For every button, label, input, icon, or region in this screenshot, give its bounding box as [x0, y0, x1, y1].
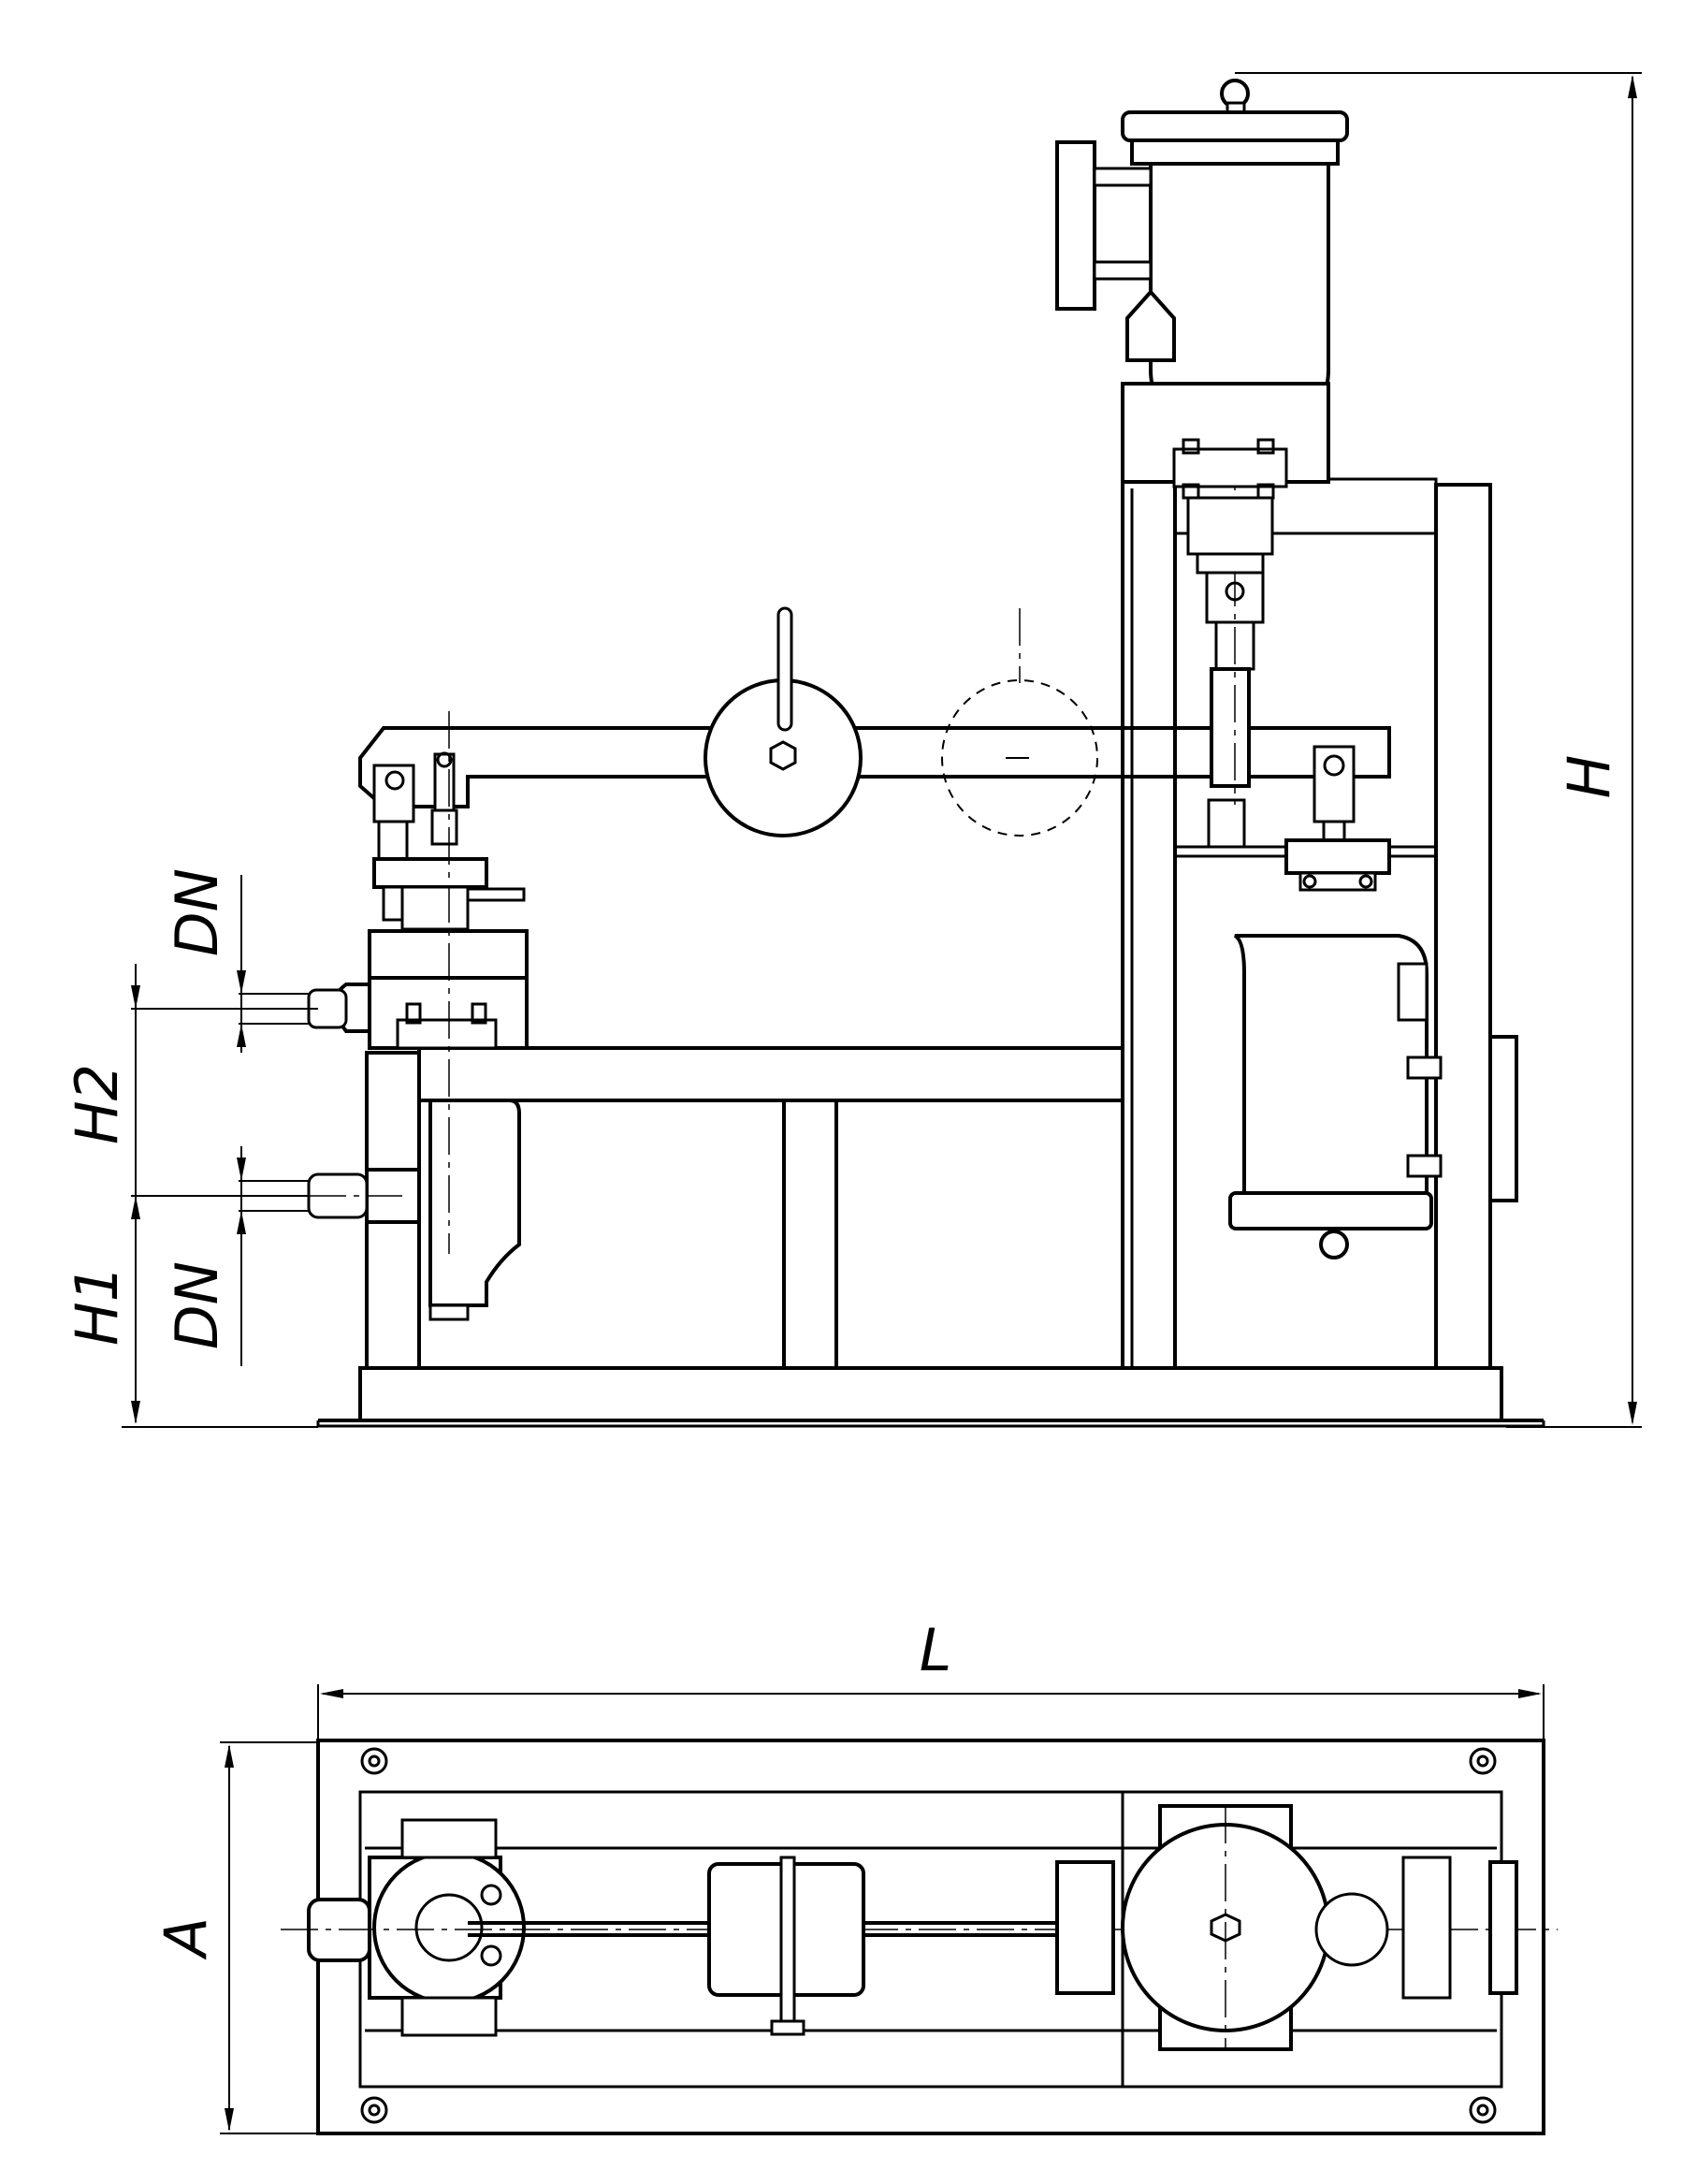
label-height-total: H — [1555, 755, 1623, 799]
top-view — [220, 1684, 1558, 2135]
label-height-outlet: H2 — [63, 1064, 131, 1144]
base-plate — [316, 1366, 1545, 1428]
lever-bracket — [1284, 745, 1391, 892]
mounting-holes — [360, 1747, 1497, 2124]
counterweight-alt-position — [941, 679, 1098, 837]
front-view — [122, 72, 1642, 1428]
counterweight-top — [707, 1856, 865, 2036]
frame-crossbeam — [417, 1046, 1124, 1370]
label-length: L — [920, 1616, 952, 1684]
label-width: A — [152, 1917, 220, 1960]
dimensions-top — [220, 1684, 1545, 2134]
pump-motor — [1228, 934, 1518, 1259]
label-dn-lower: DN — [163, 1261, 231, 1349]
lever-arm — [358, 606, 1391, 837]
valve-top — [307, 1818, 526, 2037]
label-height-inlet: H1 — [63, 1265, 131, 1346]
top-electric-motor — [1055, 79, 1349, 575]
right-frame — [1121, 477, 1492, 1370]
actuator-rod — [1205, 337, 1265, 849]
label-dn-upper: DN — [163, 868, 231, 956]
dimensions-front — [122, 72, 1642, 1428]
safety-valve — [297, 711, 529, 1321]
